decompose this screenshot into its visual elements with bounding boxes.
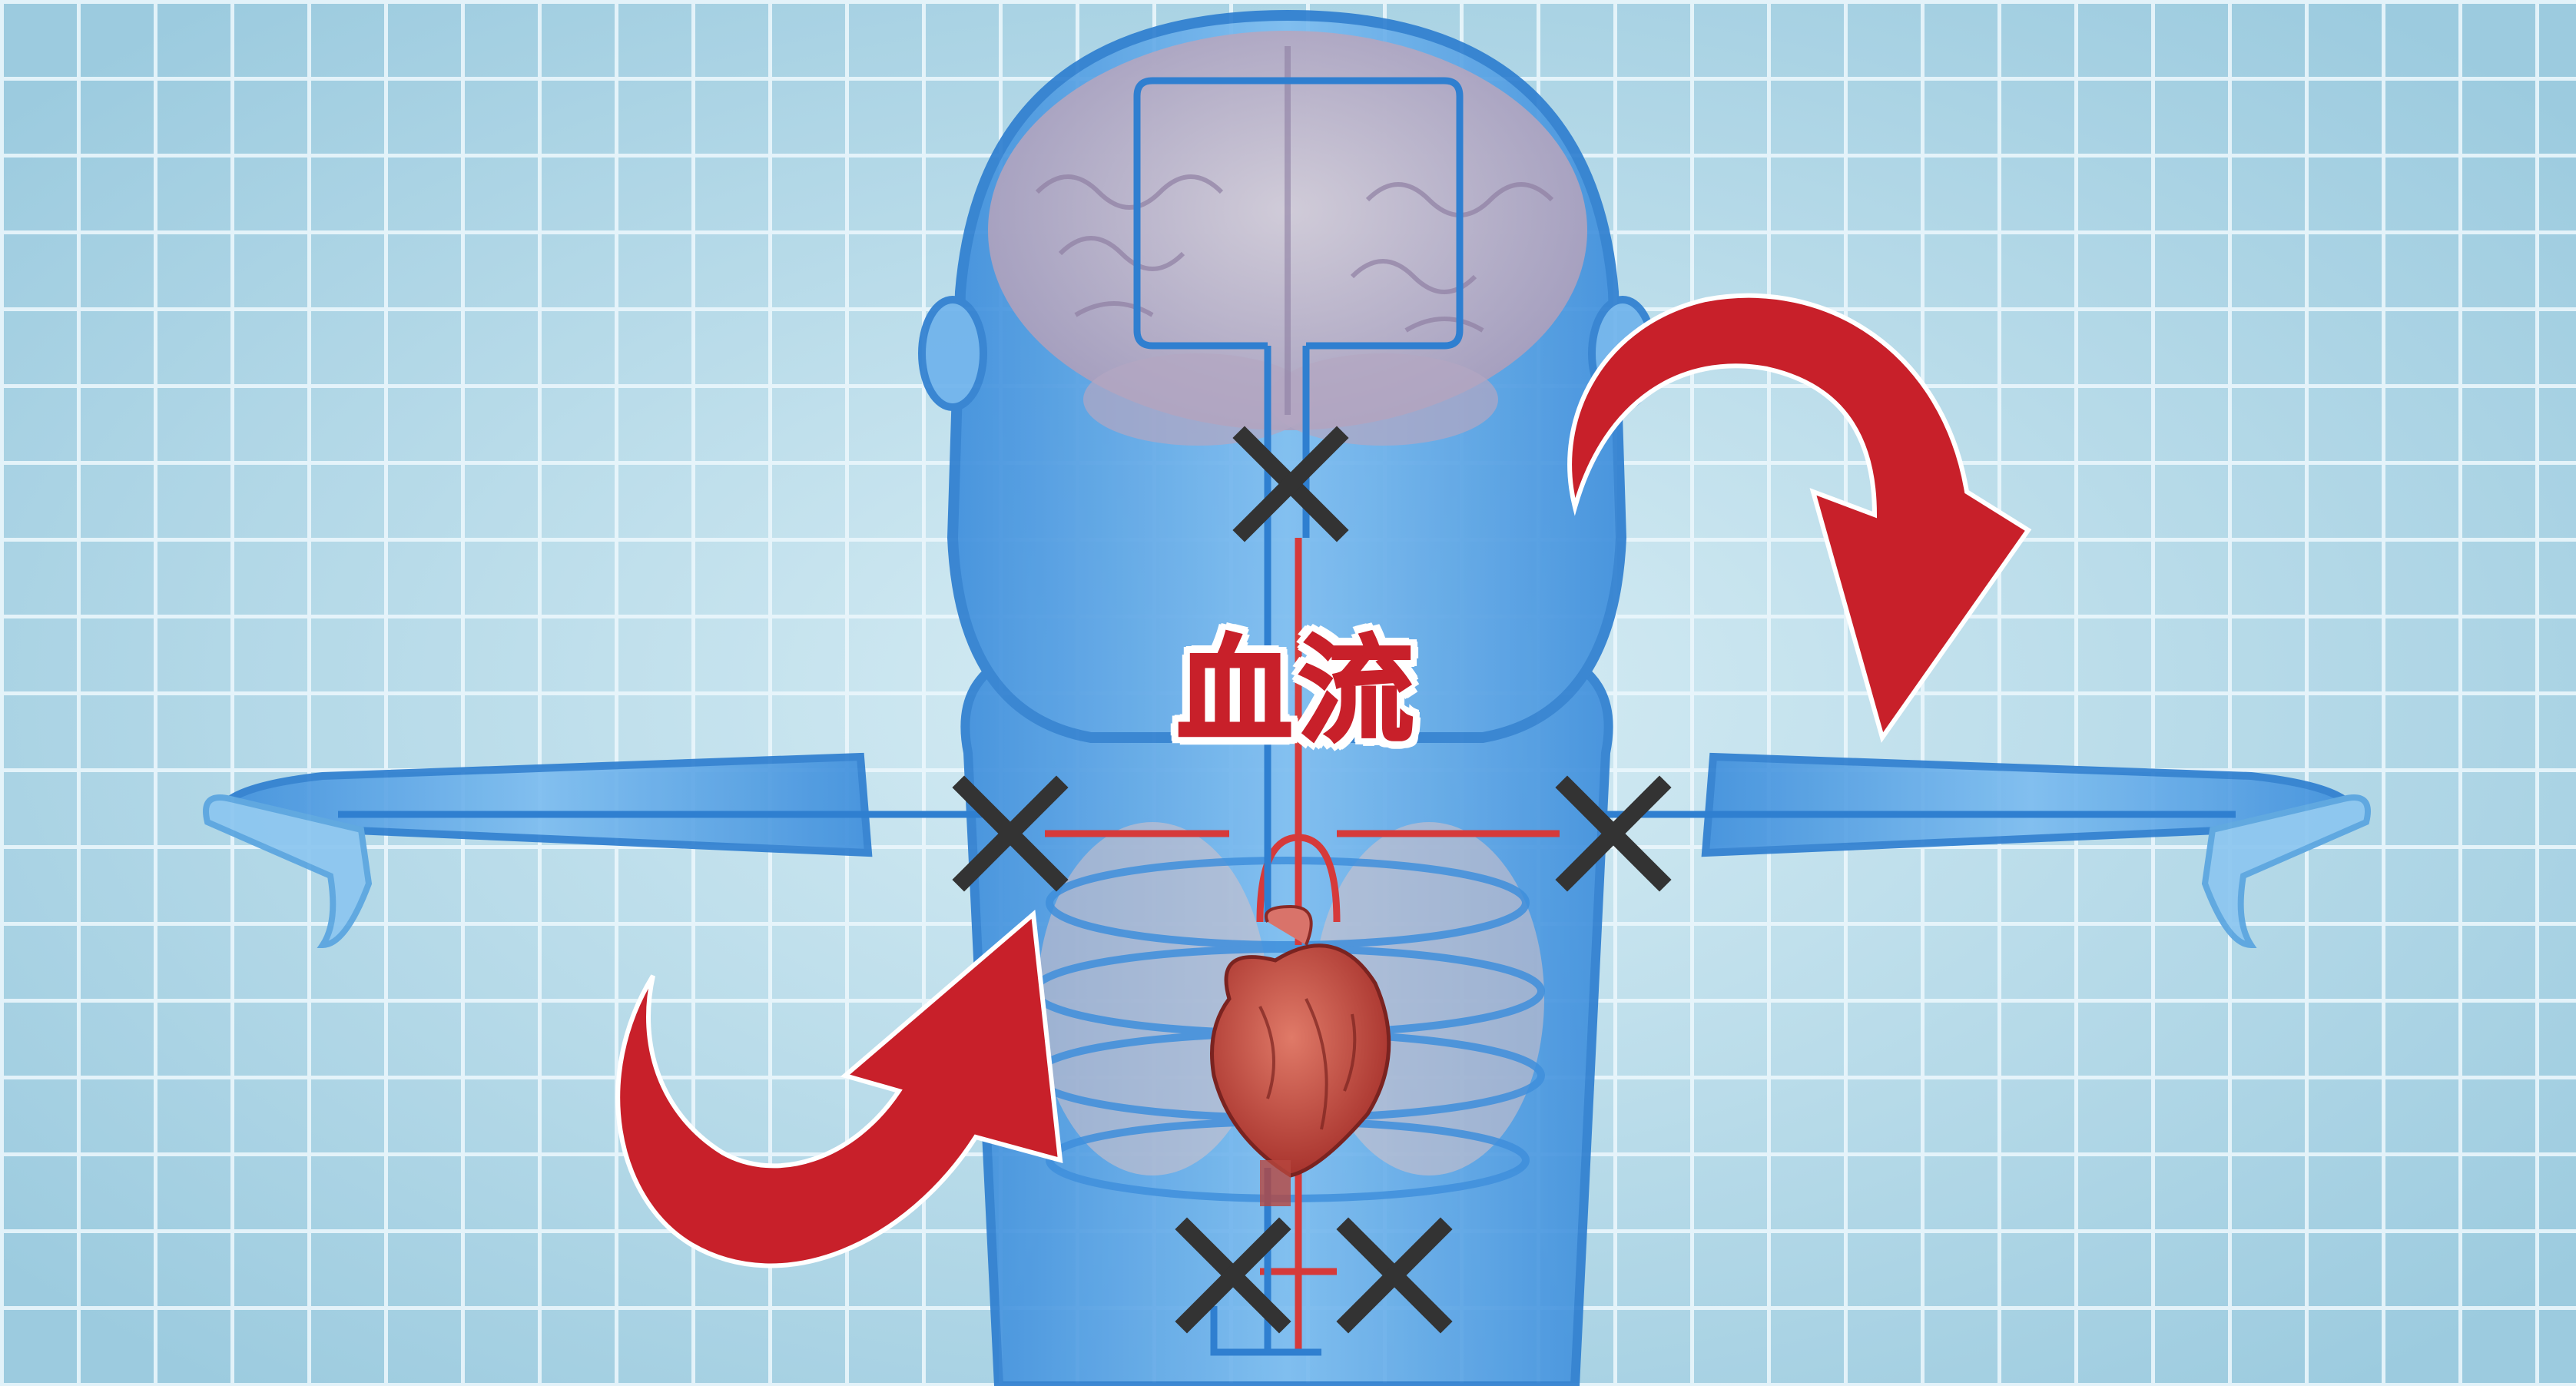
blood-flow-label-container: 血流 [1137,615,1460,768]
blood-flow-label: 血流 [1177,634,1420,749]
